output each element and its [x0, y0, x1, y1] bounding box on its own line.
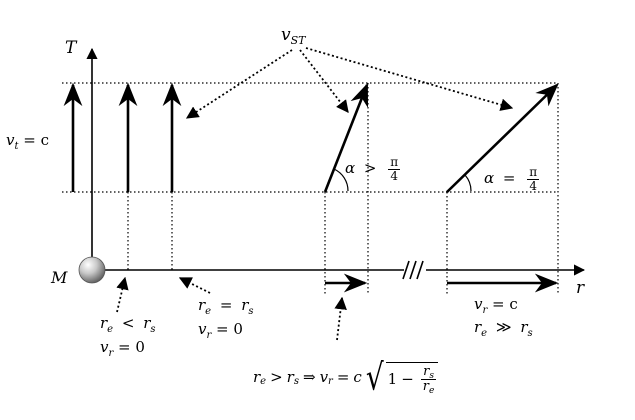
angle-arc-steep [333, 168, 349, 192]
far-condition: re ≫ rs [474, 318, 533, 339]
mass-sphere [78, 256, 106, 284]
inside-velocity: vr = 0 [100, 338, 145, 359]
dotted-guides [62, 82, 559, 295]
vector-tilted-45 [446, 83, 559, 193]
label-pointers [116, 276, 347, 341]
pointer-to-left [185, 49, 293, 119]
vector-tilted-steep [323, 82, 369, 193]
pointer-to-steep [299, 49, 349, 113]
angle-arc-45 [464, 174, 472, 192]
vt-label: vt = c [6, 131, 50, 152]
pointer-inside [116, 276, 129, 313]
time-axis-label: T [65, 38, 77, 58]
inside-condition: re < rs [100, 314, 156, 335]
horizon-condition: re = rs [198, 296, 254, 317]
axis-break-mark [402, 260, 424, 280]
square-root-sign: √ [365, 355, 384, 399]
pointer-to-far [305, 47, 514, 111]
space-axis-label: r [576, 278, 585, 298]
pointer-horizon [178, 277, 211, 294]
far-velocity: vr = c [474, 295, 518, 316]
vst-pointers [185, 47, 514, 119]
time-vectors [63, 82, 182, 192]
mass-label: M [51, 268, 68, 287]
horizon-velocity: vr = 0 [198, 320, 243, 341]
vst-label: vST [281, 25, 306, 47]
square-root-content: 1 − rs re [385, 362, 439, 395]
pointer-formula [334, 296, 347, 341]
